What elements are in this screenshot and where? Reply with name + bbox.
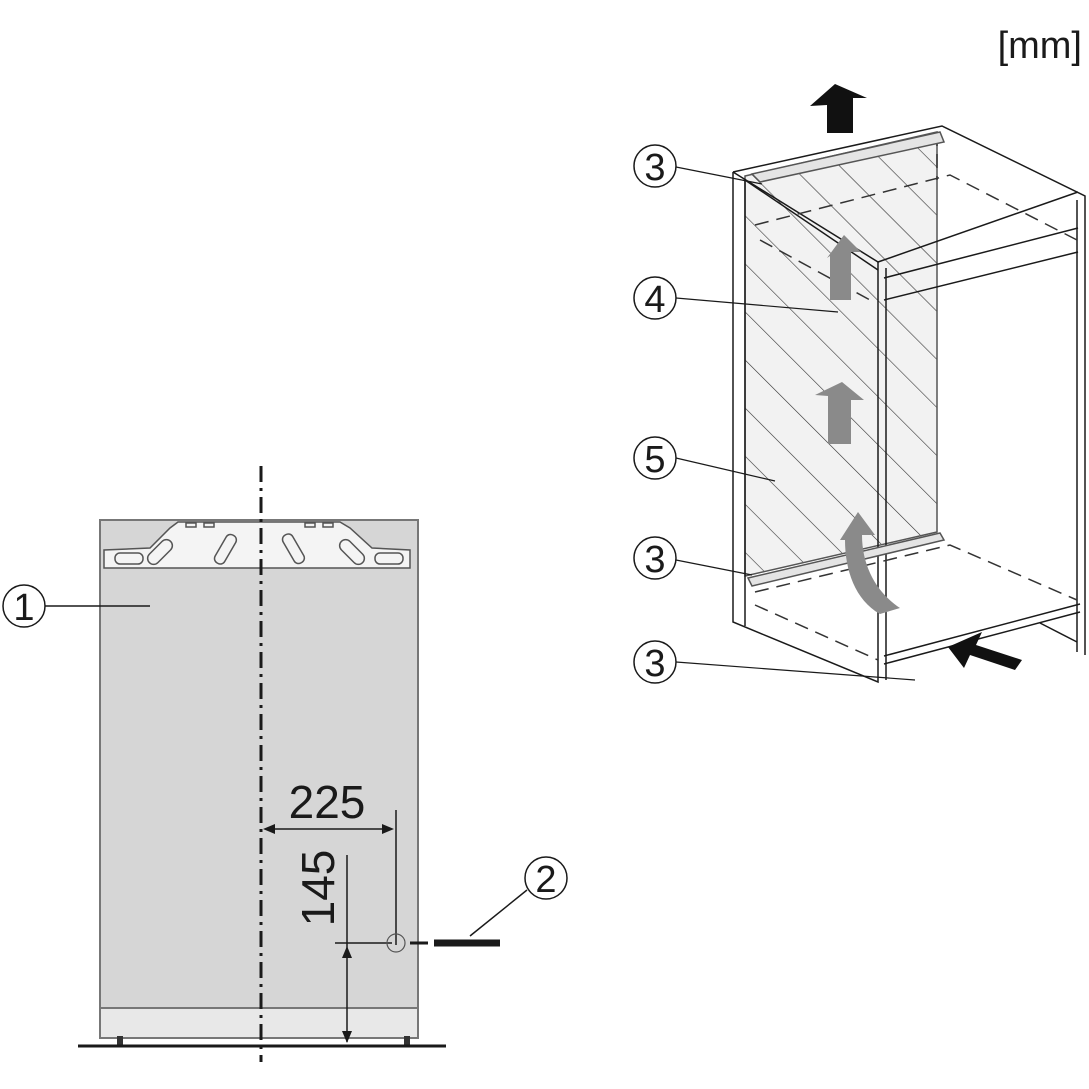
callout-4: 4: [633, 276, 677, 321]
svg-text:5: 5: [644, 439, 665, 481]
unit-label: [mm]: [998, 25, 1082, 67]
airflow-curved-arrow-icon: [840, 512, 900, 614]
plinth: [99, 1007, 419, 1039]
airflow-arrow-icon: [827, 235, 861, 300]
callout-2: 2: [524, 856, 568, 901]
appliance-rear-view: 225 145: [44, 466, 528, 1062]
callout-1: 1: [2, 584, 46, 629]
svg-text:3: 3: [644, 643, 665, 685]
svg-text:3: 3: [644, 147, 665, 189]
dimension-225: 225: [289, 776, 366, 828]
svg-text:3: 3: [644, 539, 665, 581]
mounting-bracket: [103, 521, 411, 569]
svg-text:2: 2: [535, 859, 556, 901]
airflow-arrow-icon: [815, 382, 864, 444]
svg-text:1: 1: [13, 587, 34, 629]
callout-3-bottom: 3: [633, 640, 677, 685]
callout-5: 5: [633, 436, 677, 481]
intake-arrow-icon: [948, 632, 1022, 670]
connection-point: [386, 933, 406, 953]
svg-text:4: 4: [644, 279, 665, 321]
dimension-145: 145: [292, 850, 344, 927]
callout-3-top: 3: [633, 144, 677, 189]
appliance-body: [99, 519, 419, 1009]
exhaust-arrow-icon: [810, 84, 867, 133]
airflow-arrows: [815, 235, 900, 614]
callout-3-middle: 3: [633, 536, 677, 581]
cabinet-ventilation-view: [732, 125, 1086, 684]
bracket-slots: [114, 522, 404, 566]
